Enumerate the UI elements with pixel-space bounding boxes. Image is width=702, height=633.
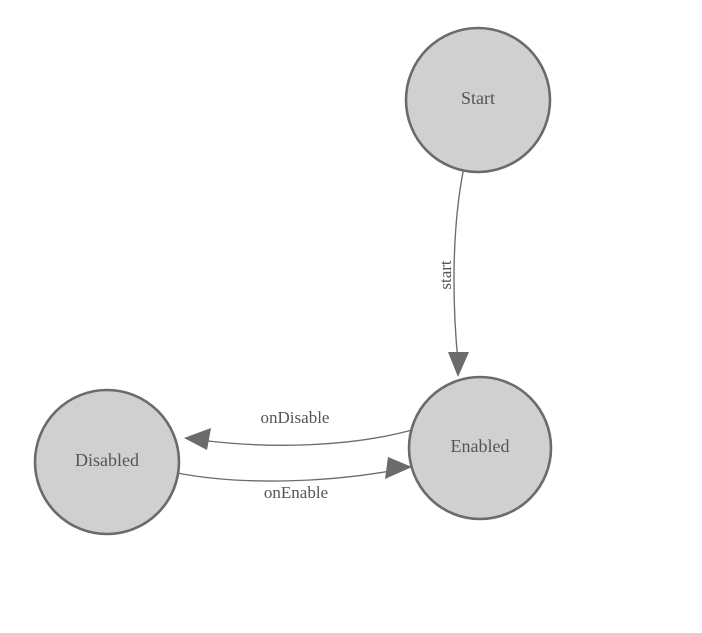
edge-disabled-to-enabled[interactable]: onEnable [176, 457, 412, 502]
state-node-start[interactable]: Start [404, 26, 552, 174]
arrowhead-icon [184, 428, 211, 450]
edge-enabled-to-disabled[interactable]: onDisable [184, 408, 413, 450]
edge-line [176, 469, 397, 482]
edge-label-ondisable: onDisable [261, 408, 330, 427]
node-shape [33, 388, 181, 536]
edge-label-start: start [436, 260, 455, 290]
arrowhead-icon [448, 352, 469, 377]
arrowhead-icon [385, 457, 412, 479]
edge-label-onenable: onEnable [264, 483, 328, 502]
node-label: Enabled [451, 436, 510, 456]
state-node-enabled[interactable]: Enabled [407, 375, 553, 521]
state-node-disabled[interactable]: Disabled [33, 388, 181, 536]
node-label: Start [461, 88, 495, 108]
node-shape [404, 26, 552, 174]
node-label: Disabled [75, 450, 139, 470]
edge-line [199, 429, 413, 446]
nodes-layer: Start Enabled Disabled [33, 26, 553, 536]
edge-line [453, 171, 464, 363]
node-shape [407, 375, 553, 521]
edges-layer: start onDisable onEnable [176, 171, 469, 502]
edge-start-to-enabled[interactable]: start [436, 171, 469, 377]
